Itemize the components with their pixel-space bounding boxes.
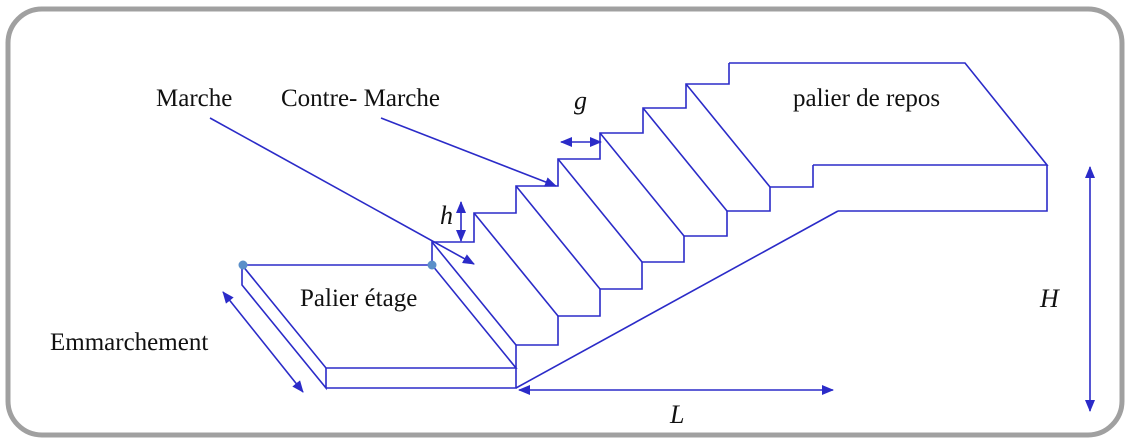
contre-marche-pointer — [380, 117, 557, 187]
rest-landing — [729, 62, 1049, 212]
landing-dot-left — [238, 260, 248, 270]
label-palier-etage: Palier étage — [300, 285, 417, 312]
label-g: g — [574, 86, 587, 115]
label-contre-marche: Contre- Marche — [281, 85, 440, 112]
floor-landing — [240, 264, 518, 391]
emmarchement-dimension-arrow — [222, 291, 304, 393]
label-h: h — [440, 201, 453, 230]
label-H: H — [1039, 284, 1060, 313]
label-L: L — [669, 400, 684, 429]
landing-dot-right — [427, 260, 437, 270]
marche-pointer — [209, 117, 475, 265]
outer-frame — [5, 6, 1125, 438]
label-palier-de-repos: palier de repos — [793, 85, 940, 112]
stair-flight — [431, 63, 839, 389]
annotation-arrows — [209, 117, 1095, 412]
label-marche: Marche — [156, 85, 232, 112]
label-emmarchement: Emmarchement — [50, 329, 208, 356]
